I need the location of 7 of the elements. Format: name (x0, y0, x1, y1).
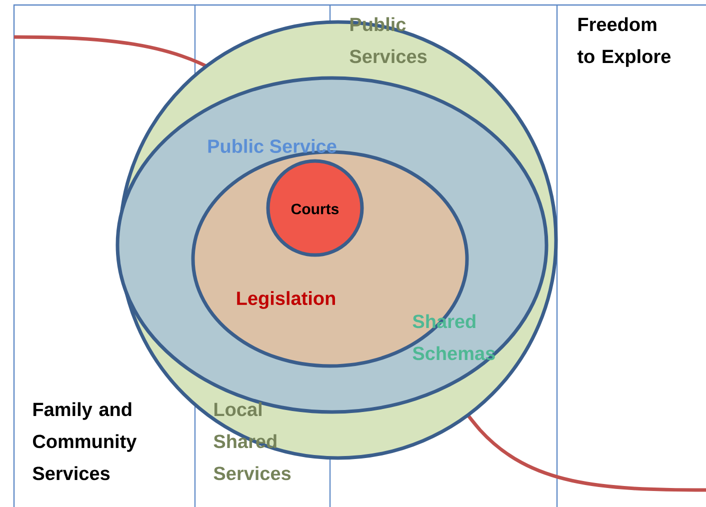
area-label: Freedom to Explore (577, 17, 670, 67)
shape-label: Public Service (208, 139, 336, 153)
area-label: Public Services (350, 17, 427, 64)
core-circle (266, 159, 364, 257)
shape-label: Legislation (237, 291, 335, 309)
area-label: Family and Community Services (32, 402, 137, 480)
shape-label: Courts (291, 204, 339, 214)
